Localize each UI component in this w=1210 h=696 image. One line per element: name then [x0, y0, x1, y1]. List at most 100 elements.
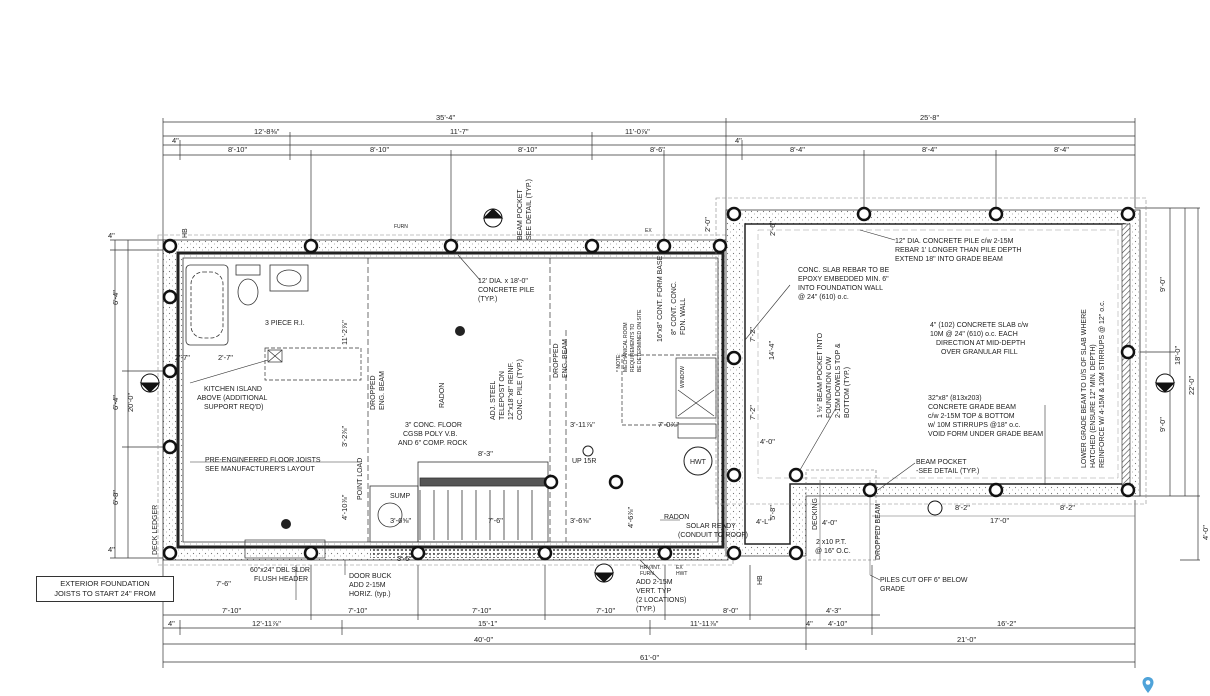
- section-markers: [139, 208, 1176, 583]
- dim-left-four-bot: 4": [108, 545, 115, 554]
- dim-bot-g: 12'-11⅞": [252, 619, 281, 628]
- note-piles-cut-2: GRADE: [880, 586, 905, 593]
- dim-3-6a: 3'-6⅝": [390, 516, 412, 525]
- note-slab4-2: 10M @ 24" (610) o.c. EACH: [930, 331, 1018, 338]
- dim-left-a: 6'-4": [111, 290, 120, 305]
- note-door-buck-1: DOOR BUCK: [349, 573, 392, 580]
- dim-top-overall: 35'-4": [436, 113, 455, 122]
- dim-left-c: 6'-8": [111, 490, 120, 505]
- note-dropped-beam-2a: DROPPED: [553, 343, 560, 378]
- note-three-piece: 3 PIECE R.I.: [265, 320, 305, 327]
- bathroom-fixtures: [185, 264, 309, 346]
- dim-3-2: 3'-2⅞": [340, 425, 349, 447]
- note-kitchen-2: ABOVE (ADDITIONAL: [197, 395, 268, 402]
- dim-bot-61: 61'-0": [640, 653, 659, 662]
- note-grade-beam-5: VOID FORM UNDER GRADE BEAM: [928, 431, 1043, 438]
- dim-7-2a: 7'-2": [748, 327, 757, 342]
- dim-bot-f: 4'-3": [826, 606, 841, 615]
- dim-top-s4: 8'-6": [650, 145, 665, 154]
- dim-top-right-overall: 25'-8": [920, 113, 939, 122]
- note-slab-rebar-4: @ 24" (610) o.c.: [798, 294, 849, 301]
- staircase: [369, 461, 549, 543]
- dim-bot-40: 40'-0": [474, 635, 493, 644]
- note-hrv-4: HWT: [676, 571, 687, 577]
- label-deck-ledger: DECK LEDGER: [152, 505, 159, 555]
- label-hb-2: HB: [757, 575, 764, 585]
- location-pin-icon[interactable]: [1141, 676, 1155, 694]
- dim-bot-four-1: 4": [168, 619, 175, 628]
- note-slab-rebar-3: INTO FOUNDATION WALL: [798, 285, 883, 292]
- note-joists-2x10-2: @ 16" O.C.: [815, 548, 851, 555]
- note-lower-gb-3: REINFORCE W/ 4-15M & 10M STIRRUPS @ 12" …: [1099, 300, 1106, 468]
- dim-four-1: 4": [172, 136, 179, 145]
- note-header-2: FLUSH HEADER: [254, 576, 308, 583]
- dim-4-6: 4'-6⅞": [626, 506, 635, 528]
- dim-7-6: 7'-6": [488, 516, 503, 525]
- dim-top-b: 11'-7": [450, 127, 469, 136]
- dim-bot-k: 16'-2": [997, 619, 1016, 628]
- dim-11-2: 11'-2⅞": [340, 320, 349, 345]
- note-add-vert-4: (TYP.): [636, 606, 655, 613]
- dim-right-total1: 18'-0": [1173, 346, 1182, 365]
- note-grade-beam-4: w/ 10M STIRRUPS @18" o.c.: [927, 422, 1021, 429]
- dim-7-0: 7'-0⅞": [658, 420, 680, 429]
- dim-right-total2: 22'-0": [1187, 376, 1196, 395]
- interior-lines: [244, 258, 719, 559]
- note-adj-steel-3: 12"x18"x8" REINF.: [508, 362, 515, 420]
- note-bp-found-1: 1 ½" BEAM POCKET INTO: [816, 332, 824, 418]
- dim-top-s7: 8'-4": [1054, 145, 1069, 154]
- exterior-foundation-note: EXTERIOR FOUNDATION JOISTS TO START 24" …: [36, 576, 174, 602]
- bottom-dimension-lines: [162, 500, 1136, 668]
- label-furn: FURN: [394, 224, 408, 230]
- dim-7-6b: 7'-6": [216, 579, 231, 588]
- dim-2-7a: 2'-7": [175, 353, 190, 362]
- note-beam-pocket-top-1: BEAM POCKET: [517, 189, 524, 240]
- note-pile-12-1: 12' DIA. x 18'-0": [478, 278, 528, 285]
- dim-8-2b: 8'-2": [1060, 503, 1075, 512]
- note-header-1: 60"x24" DBL SLDR: [250, 567, 310, 574]
- note-radon-1: RADON: [439, 383, 446, 408]
- note-beam-pocket-r-1: BEAM POCKET: [916, 459, 967, 466]
- note-radon-2: RADON: [664, 514, 689, 521]
- note-adj-steel-1: ADJ. STEEL: [490, 381, 497, 420]
- note-dropped-beam-1b: ENG. BEAM: [379, 371, 386, 410]
- note-conc-floor-1: 3" CONC. FLOOR: [405, 422, 462, 429]
- dim-top-s5: 8'-4": [790, 145, 805, 154]
- concrete-piles: [162, 206, 1136, 561]
- dim-4-10: 4'-10⅞": [340, 494, 349, 520]
- note-solar-2: (CONDUIT TO ROOF): [678, 532, 748, 539]
- label-ex: EX: [645, 228, 652, 234]
- dim-bot-b: 7'-10": [348, 606, 367, 615]
- dim-3-11: 3'-11⅞": [570, 420, 595, 429]
- symbols: [281, 326, 717, 529]
- note-slab4-3: DIRECTION AT MID-DEPTH: [936, 340, 1025, 347]
- note-slab4-4: OVER GRANULAR FILL: [941, 349, 1018, 356]
- dim-3-6b: 3'-6⅝": [570, 516, 592, 525]
- dim-bot-i: 11'-11⅞": [690, 619, 719, 628]
- note-mech-2: MECHANICAL ROOM: [623, 322, 629, 372]
- dim-bot-a: 7'-10": [222, 606, 241, 615]
- dim-5-8: 5'-8": [768, 505, 777, 520]
- dim-17-0: 17'-0": [990, 516, 1009, 525]
- dim-left-b: 6'-4": [111, 395, 120, 410]
- note-hrv-3: EX: [676, 565, 683, 571]
- note-door-buck-2: ADD 2-15M: [349, 582, 386, 589]
- note-cont-footing-1: 16"x8" CONT. FORM BASE: [657, 255, 664, 342]
- dim-bot-d: 7'-10": [596, 606, 615, 615]
- dim-bot-21: 21'-0": [957, 635, 976, 644]
- dim-7-2b: 7'-2": [748, 405, 757, 420]
- note-mech-4: BE DETERMINED ON SITE: [637, 309, 643, 372]
- dim-left-total: 20'-0": [126, 393, 135, 412]
- dim-top-s1: 8'-10": [228, 145, 247, 154]
- dim-3-6c: 3'-6": [397, 554, 412, 563]
- dim-top-a: 12'-8⅜": [254, 127, 280, 136]
- dim-right-c: 4'-0": [1201, 525, 1210, 540]
- note-point-load: POINT LOAD: [357, 458, 364, 500]
- dim-right-a: 9'-0": [1158, 277, 1167, 292]
- label-sump: SUMP: [390, 493, 411, 500]
- top-dimension-lines: [162, 118, 1136, 240]
- label-decking: DECKING: [812, 498, 819, 530]
- note-adj-steel-2: TELEPOST ON: [499, 371, 506, 420]
- dim-bot-four-2: 4": [806, 619, 813, 628]
